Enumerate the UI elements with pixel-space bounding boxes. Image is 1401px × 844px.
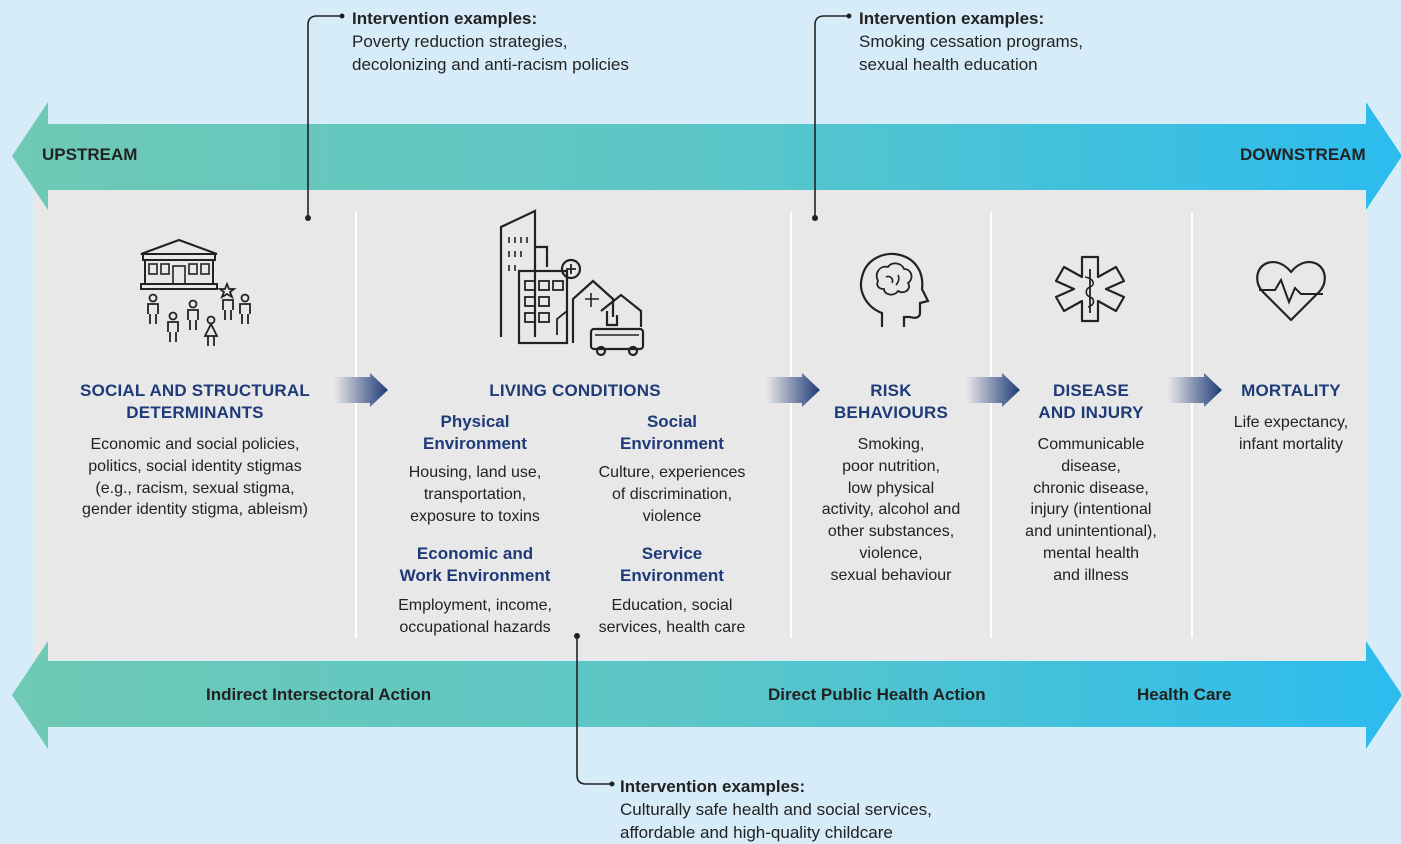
social-structural-title: SOCIAL AND STRUCTURAL DETERMINANTS [80,381,310,422]
column-divider [790,212,792,638]
intervention-note-upstream: Intervention examples: Poverty reduction… [352,7,629,76]
chevron-right-icon [766,373,820,407]
column-divider [990,212,992,638]
action-arrow [12,641,1401,749]
chevron-right-icon [966,373,1020,407]
content-band [34,190,1367,660]
chevron-right-icon [334,373,388,407]
intervention-text: Culturally safe health and social servic… [620,800,932,842]
service-environment-text: Education, social services, health care [598,597,746,636]
medical-star-icon [1055,255,1125,323]
direct-action-label: Direct Public Health Action [768,685,986,704]
health-care-label: Health Care [1137,685,1232,704]
mortality-text: Life expectancy, infant mortality [1233,414,1349,453]
physical-environment-text: Housing, land use, transportation, expos… [408,464,542,525]
column-divider [355,212,357,638]
risk-behaviours-title: RISK BEHAVIOURS [833,381,949,422]
social-environment-text: Culture, experiences of discrimination, … [598,464,746,525]
city-buildings-icon [499,209,645,357]
risk-behaviours-text: Smoking, poor nutrition, low physical ac… [821,436,961,584]
head-brain-icon [859,252,930,327]
disease-injury-text: Communicable disease, chronic disease, i… [1025,436,1157,584]
intervention-note-risk: Intervention examples: Smoking cessation… [859,7,1083,76]
upstream-label: UPSTREAM [42,145,138,164]
intervention-heading: Intervention examples: [620,777,806,796]
mortality-title: MORTALITY [1241,381,1341,400]
economic-work-environment-title: Economic and Work Environment [399,544,551,585]
upstream-downstream-arrow [12,102,1401,210]
service-environment-title: Service Environment [620,544,724,585]
disease-injury-title: DISEASE AND INJURY [1038,381,1144,422]
chevron-right-icon [1168,373,1222,407]
intervention-heading: Intervention examples: [859,9,1045,28]
physical-environment-title: Physical Environment [423,412,527,453]
indirect-action-label: Indirect Intersectoral Action [206,685,432,704]
heart-pulse-icon [1256,261,1326,322]
intervention-text: Poverty reduction strategies, decolonizi… [352,32,629,74]
downstream-label: DOWNSTREAM [1240,145,1366,164]
economic-work-environment-text: Employment, income, occupational hazards [398,597,552,636]
intervention-heading: Intervention examples: [352,9,538,28]
social-environment-title: Social Environment [620,412,724,453]
intervention-text: Smoking cessation programs, sexual healt… [859,32,1083,74]
intervention-note-living: Intervention examples: Culturally safe h… [620,775,932,844]
living-conditions-title: LIVING CONDITIONS [489,381,661,400]
column-divider [1191,212,1193,638]
social-structural-text: Economic and social policies, politics, … [82,436,308,519]
government-building-people-icon [140,238,251,346]
